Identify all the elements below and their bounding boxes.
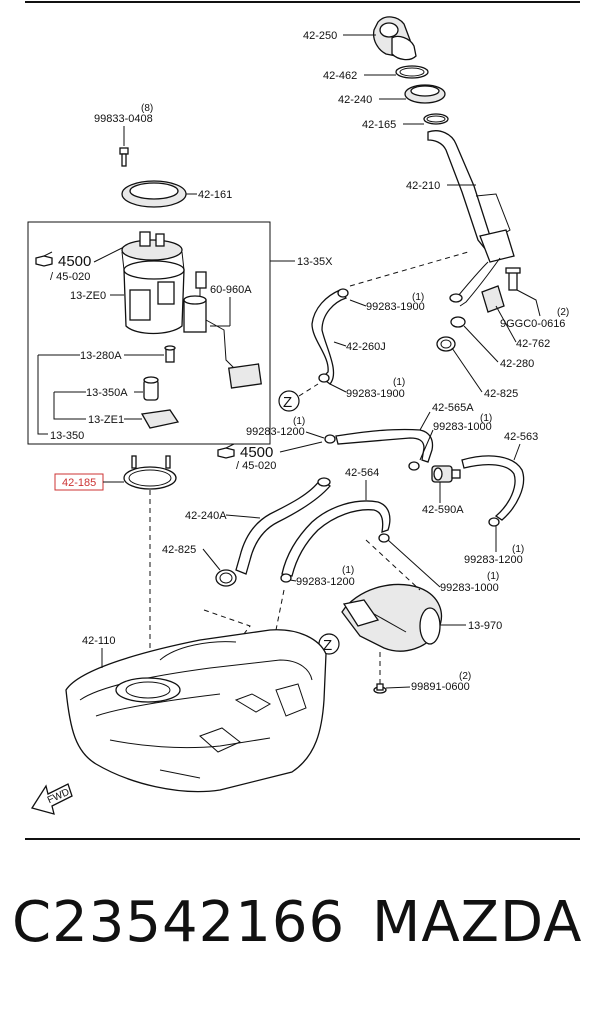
retainer-ring-42-161	[121, 180, 187, 208]
caption-bar: C23542166 MAZDA	[0, 890, 600, 980]
label-99283-1200-a: 99283-1200	[246, 426, 305, 438]
grommet-42-280	[450, 316, 466, 328]
label-42-590a: 42-590A	[422, 504, 464, 516]
hose-42-240a	[235, 477, 331, 575]
label-qty-1a: (1)	[412, 292, 424, 303]
label-13-ze1: 13-ZE1	[88, 414, 124, 426]
label-99283-1900-a: 99283-1900	[366, 301, 425, 313]
pressure-reg-13-280a	[164, 345, 176, 363]
hose-42-564	[280, 500, 391, 583]
label-42-563: 42-563	[504, 431, 538, 443]
fwd-arrow-icon: FWD	[30, 783, 73, 815]
label-99283-1900-b: 99283-1900	[346, 388, 405, 400]
label-qty-2b: (2)	[459, 671, 471, 682]
marker-z-top-letter: Z	[283, 394, 292, 411]
filter-13-350a	[143, 376, 159, 401]
label-42-110: 42-110	[82, 635, 115, 647]
screw-99833	[119, 147, 129, 167]
o-ring-42-165	[423, 113, 449, 125]
bolt-9ggc0	[505, 267, 521, 291]
label-13-280a: 13-280A	[80, 350, 122, 362]
label-4500-top: 4500	[58, 253, 91, 270]
label-qty-1b: (1)	[393, 377, 405, 388]
label-99283-1000-a: 99283-1000	[433, 421, 492, 433]
label-45-020-mid: / 45-020	[236, 460, 276, 472]
label-42-762: 42-762	[516, 338, 550, 350]
label-42-250: 42-250	[303, 30, 337, 42]
label-42-165: 42-165	[362, 119, 396, 131]
strainer-13-ze1	[140, 409, 180, 429]
ref-icon-4500-top	[35, 251, 53, 267]
clamp-42-825-top	[436, 336, 456, 352]
label-99833-0408: 99833-0408	[94, 113, 153, 125]
caption-brand: MAZDA	[372, 890, 583, 955]
label-42-240: 42-240	[338, 94, 372, 106]
hose-42-563	[461, 455, 525, 527]
label-qty-1d: (1)	[480, 413, 492, 424]
sender-60-960a	[183, 271, 262, 389]
label-42-161: 42-161	[198, 189, 232, 201]
label-42-564: 42-564	[345, 467, 379, 479]
filler-pipe-42-210	[427, 130, 515, 307]
label-13-350: 13-350	[50, 430, 84, 442]
label-13-350a: 13-350A	[86, 387, 128, 399]
ref-icon-4500-mid	[217, 443, 235, 459]
filler-ring-42-240	[404, 84, 446, 104]
caption-part-number: C23542166	[12, 890, 346, 955]
label-60-960a: 60-960A	[210, 284, 252, 296]
valve-42-590a	[431, 465, 461, 483]
bolt-99891	[373, 683, 387, 694]
label-13-970: 13-970	[468, 620, 502, 632]
label-qty-1e: (1)	[512, 544, 524, 555]
fuel-tank-42-110	[65, 629, 327, 793]
label-13-35x: 13-35X	[297, 256, 333, 268]
marker-z-top: Z	[278, 383, 319, 412]
label-42-260j: 42-260J	[346, 341, 386, 353]
label-42-240a: 42-240A	[185, 510, 227, 522]
gasket-42-185	[123, 455, 177, 490]
pump-module-box	[27, 221, 271, 445]
hose-42-565a	[324, 428, 434, 471]
label-42-185: 42-185	[62, 477, 96, 489]
marker-z-lower-letter: Z	[323, 637, 332, 654]
label-99283-1200-c: 99283-1200	[296, 576, 355, 588]
label-13-ze0: 13-ZE0	[70, 290, 106, 302]
filler-cap	[372, 16, 417, 61]
label-99283-1000-b: 99283-1000	[440, 582, 499, 594]
hose-42-260j	[311, 288, 349, 385]
label-42-462: 42-462	[323, 70, 357, 82]
label-45-020-top: / 45-020	[50, 271, 90, 283]
label-qty-8: (8)	[141, 103, 153, 114]
label-qty-1c: (1)	[293, 416, 305, 427]
label-qty-1g: (1)	[487, 571, 499, 582]
label-42-565a: 42-565A	[432, 402, 474, 414]
label-4500-mid: 4500	[240, 444, 273, 461]
label-42-825-lower: 42-825	[162, 544, 196, 556]
bracket-42-762	[481, 285, 505, 313]
heat-shield-13-970	[341, 583, 443, 652]
label-42-280: 42-280	[500, 358, 534, 370]
label-qty-1f: (1)	[342, 565, 354, 576]
label-99891-0600: 99891-0600	[411, 681, 470, 693]
label-qty-2a: (2)	[557, 307, 569, 318]
label-99283-1200-b: 99283-1200	[464, 554, 523, 566]
label-42-210: 42-210	[406, 180, 440, 192]
label-42-825-top: 42-825	[484, 388, 518, 400]
clamp-42-825-lower	[215, 569, 237, 587]
gasket-ring-42-462	[395, 65, 429, 79]
label-9ggc0-0616: 9GGC0-0616	[500, 318, 565, 330]
fuel-pump-module-13-ze0	[121, 231, 185, 335]
